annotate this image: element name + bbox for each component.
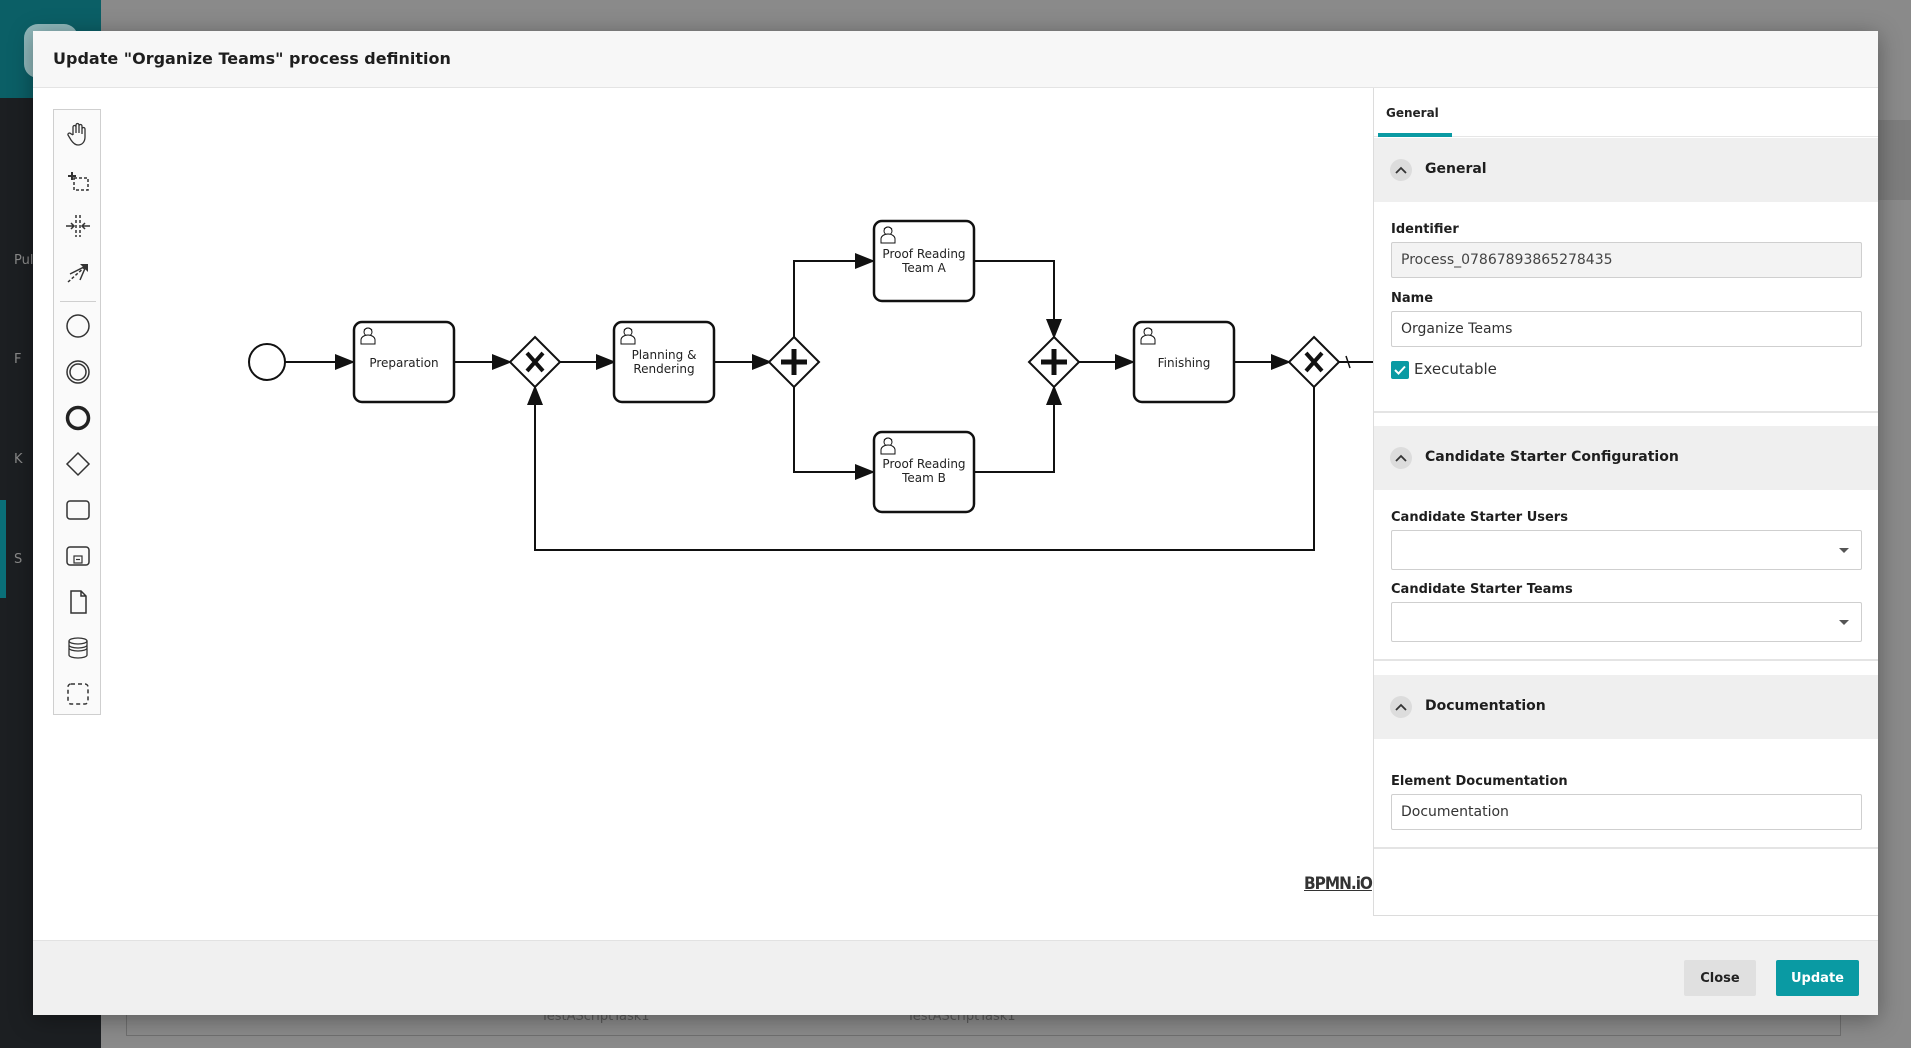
properties-panel: General General Identifier Process_07867… [1373,88,1878,916]
chevron-up-icon[interactable] [1390,159,1412,181]
group-documentation-header[interactable]: Documentation [1374,675,1878,739]
caret-down-icon [1839,548,1849,553]
background-active-indicator [0,500,6,598]
bpmn-canvas[interactable]: Preparation Planning & Rendering [33,88,1373,940]
modal-header: Update "Organize Teams" process definiti… [33,31,1878,88]
modal-footer: Close Update [33,940,1878,1015]
identifier-field[interactable]: Process_07867893865278435 [1391,242,1862,278]
name-label: Name [1391,291,1433,306]
background-nav-text: S [14,552,22,567]
exclusive-gateway-2[interactable] [1289,337,1339,387]
caret-down-icon [1839,620,1849,625]
parallel-gateway-join[interactable] [1029,337,1079,387]
chevron-up-icon[interactable] [1390,447,1412,469]
task-planning-rendering[interactable]: Planning & Rendering [614,322,714,402]
candidate-teams-select[interactable] [1391,602,1862,642]
group-divider [1374,411,1878,413]
chevron-up-icon[interactable] [1390,696,1412,718]
bpmn-io-watermark[interactable]: BPMN.iO [1304,874,1372,894]
group-title: Candidate Starter Configuration [1425,449,1679,465]
exclusive-gateway[interactable] [510,337,560,387]
executable-checkbox[interactable] [1391,361,1409,379]
task-proof-reading-team-b[interactable]: Proof Reading Team B [874,432,974,512]
checkmark-icon [1394,365,1406,375]
candidate-teams-label: Candidate Starter Teams [1391,582,1573,597]
start-event[interactable] [249,344,285,380]
task-label: Finishing [1158,356,1211,370]
element-documentation-field[interactable]: Documentation [1391,794,1862,830]
group-candidate-header[interactable]: Candidate Starter Configuration [1374,426,1878,490]
task-label: Preparation [369,356,438,370]
properties-tabs: General [1374,88,1878,137]
bpmn-diagram: Preparation Planning & Rendering [33,88,1373,940]
task-label: Team B [901,471,946,485]
task-label: Planning & [632,348,697,362]
task-proof-reading-team-a[interactable]: Proof Reading Team A [874,221,974,301]
group-title: General [1425,161,1487,177]
background-nav-text: K [14,452,23,467]
task-label: Rendering [633,362,694,376]
task-label: Proof Reading [882,247,965,261]
candidate-users-select[interactable] [1391,530,1862,570]
candidate-users-label: Candidate Starter Users [1391,510,1568,525]
process-definition-modal: Update "Organize Teams" process definiti… [33,31,1878,1015]
group-divider [1374,847,1878,849]
element-documentation-label: Element Documentation [1391,774,1568,789]
identifier-label: Identifier [1391,222,1459,237]
sequence-flows [285,261,1373,550]
group-title: Documentation [1425,698,1546,714]
executable-label[interactable]: Executable [1414,360,1497,378]
group-general-header[interactable]: General [1374,138,1878,202]
task-label: Proof Reading [882,457,965,471]
name-field[interactable]: Organize Teams [1391,311,1862,347]
task-preparation[interactable]: Preparation [354,322,454,402]
update-button[interactable]: Update [1776,960,1859,996]
background-nav-text: F [14,352,21,367]
background-nav-text: Pul [14,253,33,268]
task-finishing[interactable]: Finishing [1134,322,1234,402]
task-label: Team A [901,261,947,275]
modal-title: Update "Organize Teams" process definiti… [53,49,451,68]
close-button[interactable]: Close [1684,960,1756,996]
parallel-gateway-split[interactable] [769,337,819,387]
group-divider [1374,659,1878,661]
tab-general[interactable]: General [1378,88,1452,137]
